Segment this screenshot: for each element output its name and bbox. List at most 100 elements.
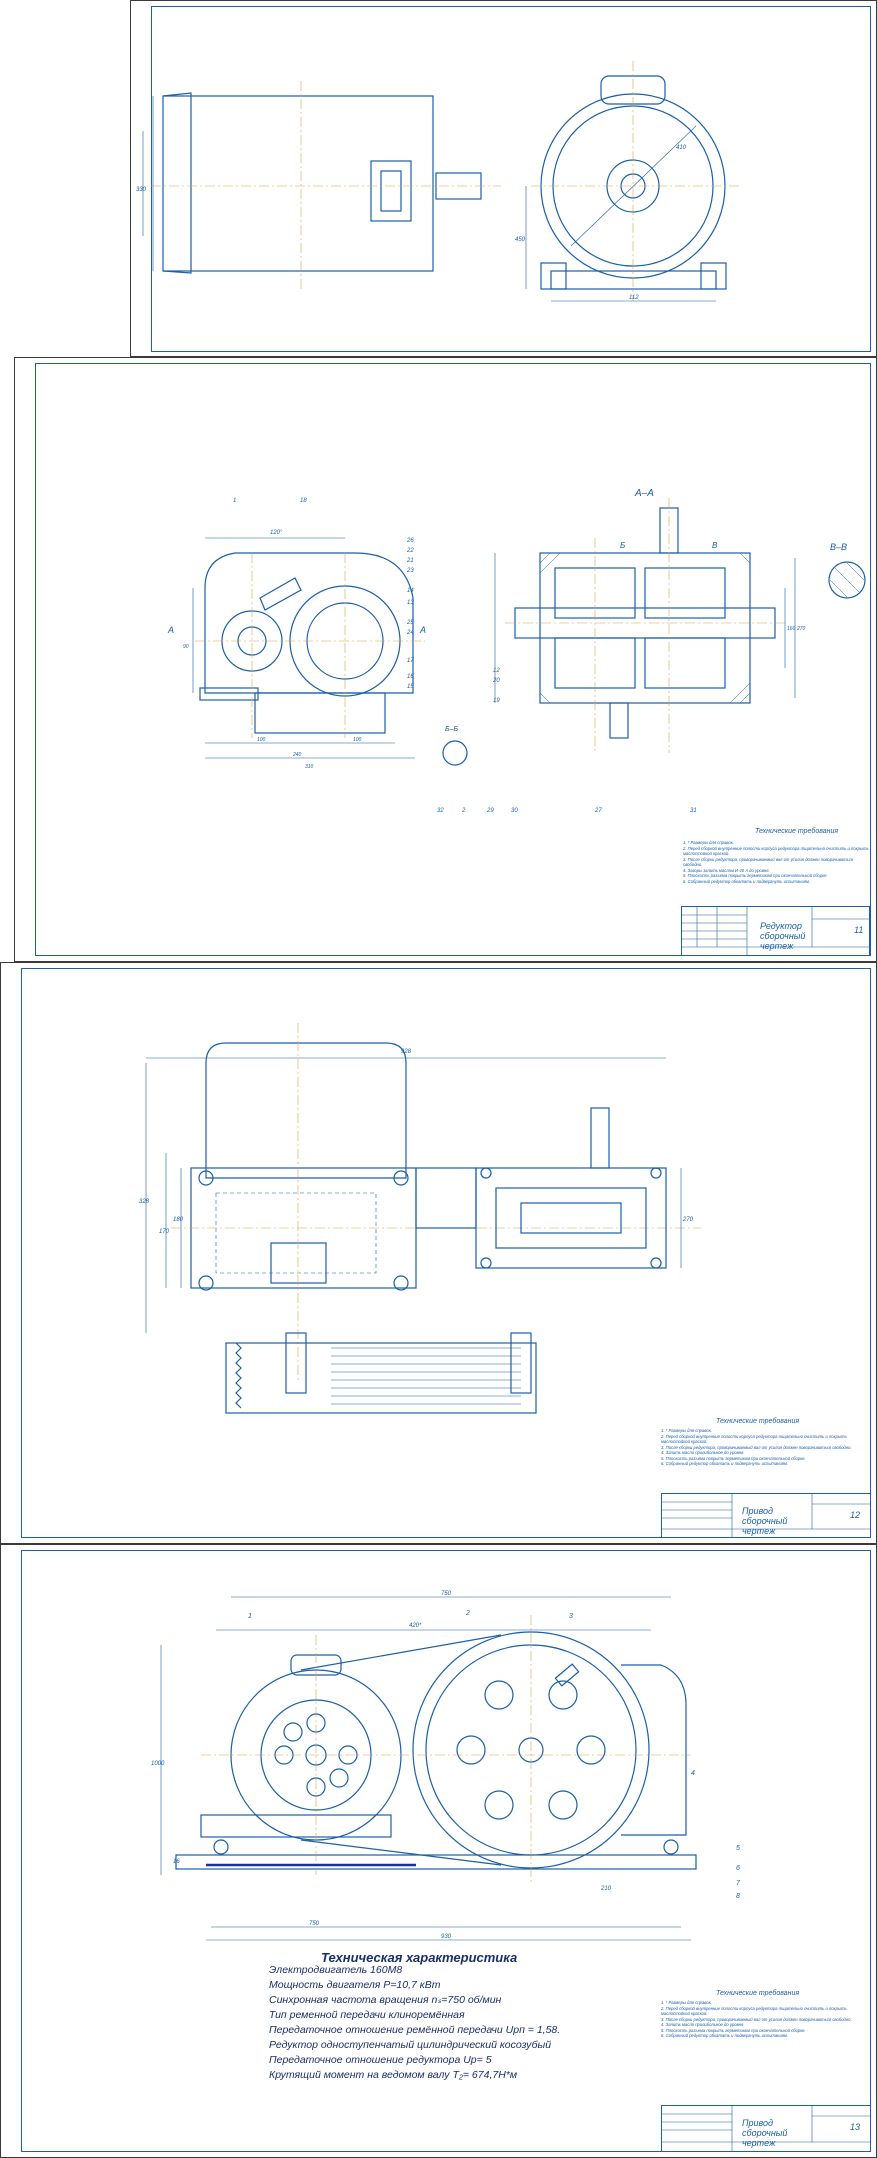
drive-top-drawing: 928 328 170 180 270 xyxy=(139,1023,701,1414)
callout: 7 xyxy=(736,1880,740,1887)
notes-list: 1. * Размеры для справок. 2. Перед сборк… xyxy=(683,840,873,884)
callout: 14 xyxy=(407,588,414,594)
drawing-frame xyxy=(21,968,871,1538)
tech-item: Мощность двигателя P=10,7 кВт xyxy=(269,1979,441,1991)
title-block-grid xyxy=(662,2106,870,2151)
callout: 29 xyxy=(487,808,494,814)
note-item: 2. Перед сборкой внутренние полости корп… xyxy=(683,845,869,857)
title-block: Привод сборочный чертеж 12 xyxy=(661,1493,871,1538)
section-aa-label: А–А xyxy=(634,488,654,499)
title-block-sheet: 12 xyxy=(850,1510,861,1520)
note-item: 3. После сборки редуктора, проворачиваем… xyxy=(661,2016,852,2022)
callout: 5 xyxy=(736,1845,740,1852)
arrow-a-right: А xyxy=(419,625,426,635)
callout: 3 xyxy=(569,1613,573,1620)
tech-item: Редуктор одноступенчатый цилиндрический … xyxy=(269,2039,552,2051)
callout: 26 xyxy=(407,538,414,544)
callout: 2 xyxy=(466,1610,470,1617)
note-item: 6. Собранный редуктор обкатать и подверг… xyxy=(683,878,811,884)
top-dim-4: 180 xyxy=(173,1217,184,1223)
callout: 25 xyxy=(407,620,414,626)
callout: 1 xyxy=(248,1613,252,1620)
title-block-sheet: 13 xyxy=(850,2122,861,2132)
callout: 12 xyxy=(493,668,500,674)
note-item: 3. После сборки редуктора, проворачиваем… xyxy=(661,1444,852,1450)
reducer-dim-6: 160 xyxy=(787,626,796,632)
callout: 4 xyxy=(691,1770,695,1777)
title-block-sheet: 11 xyxy=(854,925,864,935)
callout: 30 xyxy=(511,808,518,814)
callout: 15 xyxy=(407,684,414,690)
top-dim-1: 928 xyxy=(401,1049,412,1055)
notes-title: Технические требования xyxy=(716,1418,800,1425)
title-block-name: Редуктор сборочный чертеж xyxy=(760,921,806,951)
reducer-dim-5: 90 xyxy=(183,644,189,650)
reducer-dim-7: 270 xyxy=(796,626,806,632)
title-block: Привод сборочный чертеж 13 xyxy=(661,2105,871,2152)
note-item: 6. Собранный редуктор обкатать и подверг… xyxy=(661,1461,789,1466)
arrow-v-label: В xyxy=(712,541,718,550)
reducer-drawing: 120° 100 240 100 310 90 А А Б–Б А–А Б В xyxy=(167,488,866,770)
note-item: 1. * Размеры для справок. xyxy=(661,2000,712,2005)
front-dim-3: 1000 xyxy=(151,1761,165,1767)
note-item: 4. Залить масло пролибольное до уровня. xyxy=(661,2022,745,2027)
callout: 6 xyxy=(736,1865,740,1872)
tech-list: Электродвигатель 160М8 Мощность двигател… xyxy=(269,1963,649,2083)
callout: 20 xyxy=(493,678,500,684)
callout: 21 xyxy=(407,558,414,564)
drawing-frame xyxy=(151,6,871,352)
drawing-frame xyxy=(21,1550,871,2152)
callout: 23 xyxy=(407,568,414,574)
callout: 16 xyxy=(407,674,414,680)
note-item: 3. После сборки редуктора, проворачиваем… xyxy=(683,856,854,868)
callout: 24 xyxy=(407,630,414,636)
top-dim-2: 328 xyxy=(139,1199,150,1205)
title-block-grid xyxy=(682,907,869,955)
tech-title: Техническая характеристика xyxy=(321,1950,518,1965)
front-dim-6: 750 xyxy=(309,1921,320,1927)
drive-front-drawing: 750 420* 1000 16 210 750 930 xyxy=(151,1591,697,1941)
note-item: 2. Перед сборкой внутренние полости корп… xyxy=(661,2005,847,2017)
title-block-name: Привод сборочный чертеж xyxy=(742,1506,788,1536)
section-vv-label: В–В xyxy=(830,542,847,552)
hatching xyxy=(539,552,751,704)
motor-dim-3: 410 xyxy=(676,145,687,151)
note-item: 1. * Размеры для справок. xyxy=(683,840,734,845)
drawing-frame xyxy=(35,363,871,956)
callout: 27 xyxy=(595,808,602,814)
sheet-reducer: 120° 100 240 100 310 90 А А Б–Б А–А Б В xyxy=(14,357,877,962)
callout: 2 xyxy=(462,808,466,814)
callout: 13 xyxy=(407,600,414,606)
motor-drawing: 330 450 410 112 xyxy=(136,61,741,302)
motor-dim-1: 330 xyxy=(136,187,147,193)
motor-dim-4: 112 xyxy=(629,295,639,301)
front-dim-5: 210 xyxy=(600,1886,612,1892)
notes-list: 1. * Размеры для справок. 2. Перед сборк… xyxy=(661,2000,861,2039)
angle-label: 120° xyxy=(270,530,283,536)
callout: 31 xyxy=(690,808,697,814)
tech-item: Передаточное отношение ремённой передачи… xyxy=(269,2024,561,2036)
top-dim-5: 270 xyxy=(682,1217,694,1223)
notes-title: Технические требования xyxy=(755,828,839,835)
note-item: 2. Перед сборкой внутренние полости корп… xyxy=(661,1433,847,1445)
sheet-motor: 330 450 410 112 xyxy=(130,0,877,357)
tech-item: Тип ременной передачи клиноремённая xyxy=(269,2009,465,2021)
reducer-dim-1: 100 xyxy=(257,737,266,743)
sheet-drive-front: 750 420* 1000 16 210 750 930 1 2 3 4 5 6… xyxy=(0,1544,877,2158)
sheet-drive-top: 928 328 170 180 270 Технические требован… xyxy=(0,962,877,1544)
callout: 32 xyxy=(437,808,444,814)
front-dim-2: 420* xyxy=(409,1623,422,1629)
title-block-grid xyxy=(662,1494,870,1537)
note-item: 5. Плоскость разъема покрыть герметиком … xyxy=(661,1455,806,1461)
callout: 18 xyxy=(300,498,307,504)
notes-title: Технические требования xyxy=(716,1990,800,1997)
tech-item: Синхронная частота вращения nₛ=750 об/ми… xyxy=(269,1994,502,2006)
note-item: 6. Собранный редуктор обкатать и подверг… xyxy=(661,2033,789,2038)
tech-item: Передаточное отношение редуктора Uр= 5 xyxy=(269,2054,492,2066)
reducer-dim-3: 100 xyxy=(353,737,362,743)
callout: 22 xyxy=(407,548,414,554)
section-bb-label: Б–Б xyxy=(445,726,458,733)
note-item: 4. Залить масло пролибольное до уровня. xyxy=(661,1450,745,1455)
title-block: Редуктор сборочный чертеж 11 xyxy=(681,906,870,956)
callout: 1 xyxy=(233,498,237,504)
